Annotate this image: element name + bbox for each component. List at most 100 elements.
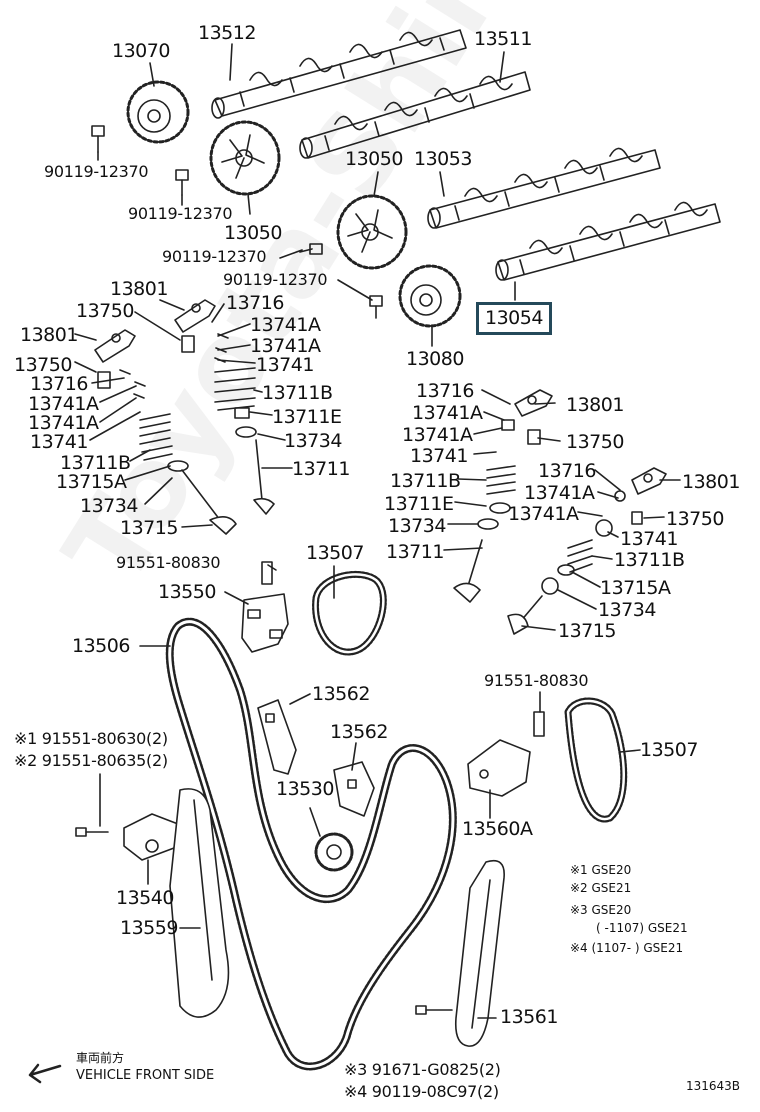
label-bolt-b[interactable]: 90119-12370 bbox=[128, 204, 233, 223]
label-bolt-c[interactable]: 90119-12370 bbox=[162, 247, 267, 266]
label-13711-m[interactable]: 13711 bbox=[292, 458, 350, 480]
label-13054-highlighted[interactable]: 13054 bbox=[476, 302, 552, 335]
label-13540[interactable]: 13540 bbox=[116, 887, 174, 909]
bolt-icon-c bbox=[299, 243, 323, 255]
label-13750-a[interactable]: 13750 bbox=[76, 300, 134, 322]
label-13741A-m2[interactable]: 13741A bbox=[250, 335, 321, 357]
label-13711B-r2[interactable]: 13711B bbox=[614, 549, 685, 571]
camshaft-13053 bbox=[427, 147, 661, 229]
label-13562-a[interactable]: 13562 bbox=[312, 683, 370, 705]
label-13715-a[interactable]: 13715 bbox=[120, 517, 178, 539]
label-13711B-m[interactable]: 13711B bbox=[262, 382, 333, 404]
camshaft-13054 bbox=[495, 201, 721, 281]
tensioner-13560A bbox=[467, 711, 545, 797]
gear-13050-top bbox=[209, 120, 281, 196]
label-13715-r2[interactable]: 13715 bbox=[558, 620, 616, 642]
label-13506[interactable]: 13506 bbox=[72, 635, 130, 657]
label-13716-m[interactable]: 13716 bbox=[226, 292, 284, 314]
label-13741-r1[interactable]: 13741 bbox=[410, 445, 468, 467]
label-13801-a[interactable]: 13801 bbox=[110, 278, 168, 300]
damper-13562-b bbox=[333, 761, 375, 817]
label-13711E-m[interactable]: 13711E bbox=[272, 406, 342, 428]
label-13734-r2[interactable]: 13734 bbox=[598, 599, 656, 621]
label-13070[interactable]: 13070 bbox=[112, 40, 170, 62]
label-13734-m[interactable]: 13734 bbox=[284, 430, 342, 452]
label-13711B-r1[interactable]: 13711B bbox=[390, 470, 461, 492]
label-13711E-r1[interactable]: 13711E bbox=[384, 493, 454, 515]
label-13734-r1[interactable]: 13734 bbox=[388, 515, 446, 537]
label-13550[interactable]: 13550 bbox=[158, 581, 216, 603]
label-bolt-d[interactable]: 90119-12370 bbox=[223, 270, 328, 289]
front-side-jp: 車両前方 bbox=[76, 1051, 125, 1065]
tensioner-13540 bbox=[75, 813, 179, 861]
tensioner-13550 bbox=[241, 561, 289, 653]
label-13560A[interactable]: 13560A bbox=[462, 818, 533, 840]
label-13716-r1[interactable]: 13716 bbox=[416, 380, 474, 402]
label-13050-a[interactable]: 13050 bbox=[224, 222, 282, 244]
label-13530[interactable]: 13530 bbox=[276, 778, 334, 800]
label-13716-a[interactable]: 13716 bbox=[30, 373, 88, 395]
label-13716-r2[interactable]: 13716 bbox=[538, 460, 596, 482]
gear-13050-mid bbox=[336, 194, 408, 270]
label-13711B-a[interactable]: 13711B bbox=[60, 452, 131, 474]
label-13711-r1[interactable]: 13711 bbox=[386, 541, 444, 563]
label-13741A-r1[interactable]: 13741A bbox=[412, 402, 483, 424]
gear-13080 bbox=[398, 264, 462, 328]
label-13715A-r2[interactable]: 13715A bbox=[600, 577, 671, 599]
label-13750-r2[interactable]: 13750 bbox=[666, 508, 724, 530]
label-13080[interactable]: 13080 bbox=[406, 348, 464, 370]
label-bolt-a[interactable]: 90119-12370 bbox=[44, 162, 149, 181]
label-13741A-r2[interactable]: 13741A bbox=[402, 424, 473, 446]
label-13559[interactable]: 13559 bbox=[120, 917, 178, 939]
label-13801-r2[interactable]: 13801 bbox=[682, 471, 740, 493]
camshaft-13511 bbox=[299, 71, 531, 159]
label-13512[interactable]: 13512 bbox=[198, 22, 256, 44]
rocker-arm-13801-left2 bbox=[174, 299, 216, 333]
label-13741A-m1[interactable]: 13741A bbox=[250, 314, 321, 336]
label-13050-b[interactable]: 13050 bbox=[345, 148, 403, 170]
label-13561[interactable]: 13561 bbox=[500, 1006, 558, 1028]
label-13801-r1[interactable]: 13801 bbox=[566, 394, 624, 416]
front-side-en: VEHICLE FRONT SIDE bbox=[76, 1068, 215, 1083]
label-note-2[interactable]: ※2 91551-80635(2) bbox=[14, 751, 168, 770]
label-13801-b[interactable]: 13801 bbox=[20, 324, 78, 346]
label-note-3[interactable]: ※3 91671-G0825(2) bbox=[344, 1060, 501, 1079]
spring-center bbox=[214, 367, 256, 411]
label-13741A-r4[interactable]: 13741A bbox=[508, 503, 579, 525]
label-13750-b[interactable]: 13750 bbox=[14, 354, 72, 376]
chain-guide-13561 bbox=[415, 859, 505, 1047]
legend-4: ※4 (1107- ) GSE21 bbox=[570, 941, 684, 955]
label-13053[interactable]: 13053 bbox=[414, 148, 472, 170]
rocker-arm-13801-right2 bbox=[631, 467, 667, 495]
rocker-arm-13801-left bbox=[94, 329, 136, 363]
spring-right-1 bbox=[486, 465, 516, 495]
label-note-1[interactable]: ※1 91551-80630(2) bbox=[14, 729, 168, 748]
bolt-icon-b bbox=[175, 169, 189, 196]
label-13741A-b[interactable]: 13741A bbox=[28, 412, 99, 434]
label-91551-80830-a[interactable]: 91551-80830 bbox=[116, 553, 221, 572]
front-arrow-icon bbox=[28, 1063, 62, 1084]
label-13741-r2[interactable]: 13741 bbox=[620, 528, 678, 550]
label-13750-r1[interactable]: 13750 bbox=[566, 431, 624, 453]
label-13511[interactable]: 13511 bbox=[474, 28, 532, 50]
chain-guide-13559 bbox=[169, 788, 230, 1018]
label-note-4[interactable]: ※4 90119-08C97(2) bbox=[344, 1082, 499, 1101]
label-13715A-a[interactable]: 13715A bbox=[56, 471, 127, 493]
damper-13562-a bbox=[257, 699, 297, 775]
label-13507-b[interactable]: 13507 bbox=[640, 739, 698, 761]
label-13741-m[interactable]: 13741 bbox=[256, 354, 314, 376]
label-13734-a[interactable]: 13734 bbox=[80, 495, 138, 517]
label-13741A-a[interactable]: 13741A bbox=[28, 393, 99, 415]
legend-3: ※3 GSE20 bbox=[570, 903, 632, 917]
label-13507-a[interactable]: 13507 bbox=[306, 542, 364, 564]
secondary-chain-13507-left bbox=[312, 570, 387, 656]
label-91551-80830-b[interactable]: 91551-80830 bbox=[484, 671, 589, 690]
gear-13070 bbox=[126, 80, 190, 144]
label-13741A-r3[interactable]: 13741A bbox=[524, 482, 595, 504]
label-13562-b[interactable]: 13562 bbox=[330, 721, 388, 743]
label-13741-a[interactable]: 13741 bbox=[30, 431, 88, 453]
bolt-icon-d bbox=[369, 295, 383, 319]
spring-right-2 bbox=[567, 539, 593, 573]
sprocket-13530 bbox=[314, 832, 354, 872]
